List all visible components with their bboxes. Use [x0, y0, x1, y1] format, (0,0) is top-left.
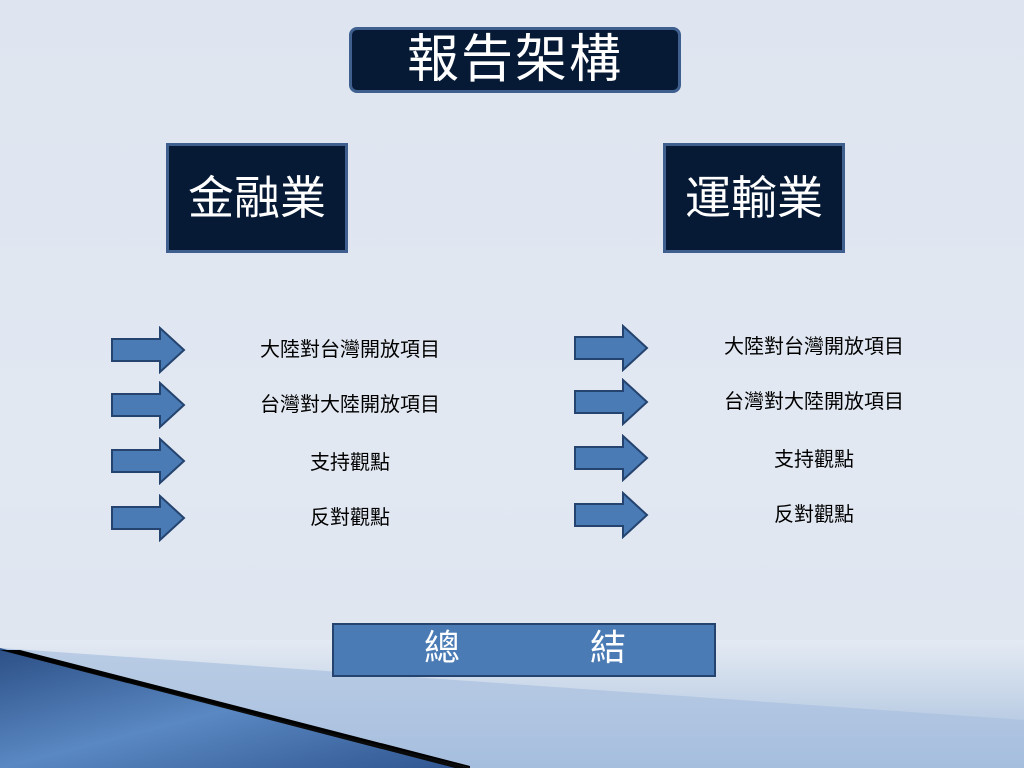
transport-item-label: 反對觀點 [774, 502, 854, 526]
arrow-icon [574, 324, 649, 372]
arrow-icon [574, 434, 649, 482]
summary-box: 總 結 [332, 623, 716, 677]
arrow-icon [111, 494, 186, 542]
transport-item-label: 支持觀點 [774, 447, 854, 471]
arrow-icon [574, 491, 649, 539]
transport-item-label: 大陸對台灣開放項目 [724, 334, 904, 358]
finance-item-label: 反對觀點 [310, 505, 390, 529]
title-box: 報告架構 [349, 27, 681, 93]
finance-item-label: 支持觀點 [310, 450, 390, 474]
category-box-finance: 金融業 [166, 143, 348, 253]
finance-item-label: 台灣對大陸開放項目 [260, 392, 440, 416]
summary-char-2: 結 [590, 628, 627, 669]
category-box-transport: 運輸業 [663, 143, 845, 253]
arrow-icon [111, 437, 186, 485]
finance-item-label: 大陸對台灣開放項目 [260, 337, 440, 361]
arrow-icon [574, 378, 649, 426]
summary-char-1: 總 [424, 628, 461, 669]
transport-item-label: 台灣對大陸開放項目 [724, 389, 904, 413]
arrow-icon [111, 326, 186, 374]
arrow-icon [111, 381, 186, 429]
